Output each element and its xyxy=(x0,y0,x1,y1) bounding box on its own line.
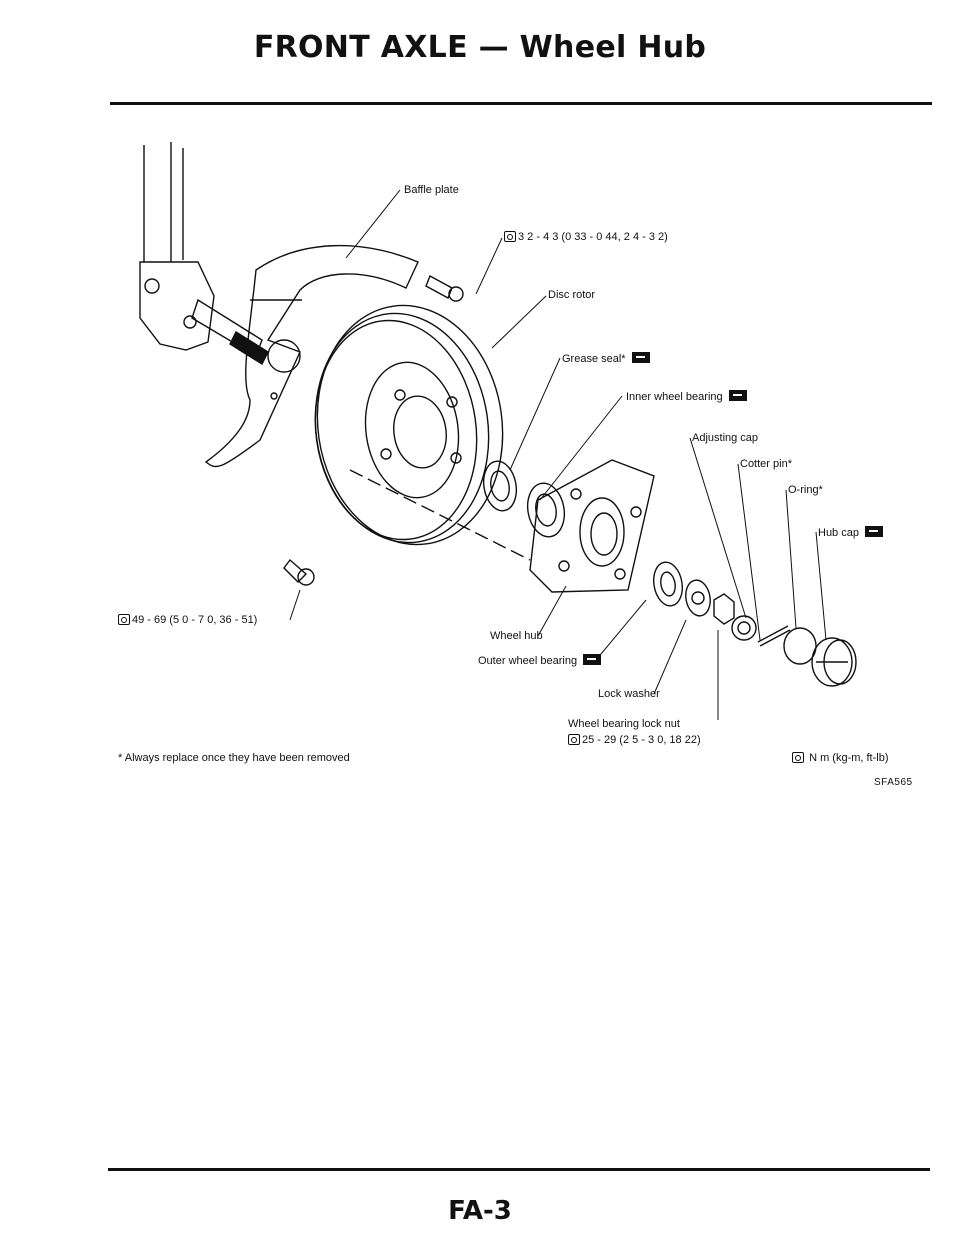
grease-seal-part xyxy=(482,460,518,512)
torque-wrench-icon xyxy=(118,614,130,625)
label-outer-wheel-bearing: Outer wheel bearing xyxy=(478,654,602,668)
assembly-centerline xyxy=(349,469,531,561)
replacement-note: * Always replace once they have been rem… xyxy=(118,752,350,764)
torque-wrench-icon xyxy=(568,734,580,745)
label-inner-wheel-bearing: Inner wheel bearing xyxy=(626,390,747,404)
strut-lines xyxy=(143,142,184,262)
grease-icon xyxy=(583,654,602,665)
footer-rule xyxy=(108,1168,930,1171)
label-o-ring: O-ring* xyxy=(788,484,823,496)
label-bolt-torque-left: 49 - 69 (5 0 - 7 0, 36 - 51) xyxy=(118,614,257,627)
page-number: FA-3 xyxy=(448,1196,512,1226)
label-hub-cap: Hub cap xyxy=(818,526,883,540)
grease-icon xyxy=(728,390,747,401)
label-disc-rotor: Disc rotor xyxy=(548,289,596,301)
baffle-plate xyxy=(204,244,419,468)
caliper-bolt-top xyxy=(425,275,464,302)
header-rule xyxy=(110,102,932,105)
disc-rotor xyxy=(314,304,504,546)
lock-washer-part xyxy=(685,579,711,617)
grease-icon xyxy=(631,352,650,363)
label-cotter-pin: Cotter pin* xyxy=(740,458,792,470)
label-adjusting-cap: Adjusting cap xyxy=(692,432,759,444)
caliper-bolt-left xyxy=(283,558,315,586)
cotter-pin-part xyxy=(757,625,791,647)
label-bolt-torque-top: 3 2 - 4 3 (0 33 - 0 44, 2 4 - 3 2) xyxy=(504,231,668,244)
label-grease-seal: Grease seal* xyxy=(562,352,650,366)
steering-knuckle xyxy=(139,261,269,366)
label-baffle-plate: Baffle plate xyxy=(404,184,459,196)
grease-icon xyxy=(864,526,883,537)
outer-bearing-part xyxy=(652,561,684,607)
label-lock-washer: Lock washer xyxy=(598,688,660,700)
figure-code: SFA565 xyxy=(874,777,913,788)
torque-wrench-icon xyxy=(792,752,804,763)
label-wheel-bearing-lock-nut: Wheel bearing lock nut xyxy=(568,718,680,730)
o-ring-part xyxy=(783,627,817,665)
lock-nut-part xyxy=(713,593,735,625)
wheel-hub-part xyxy=(529,459,655,593)
hub-cap-part xyxy=(811,637,857,687)
torque-wrench-icon xyxy=(504,231,516,242)
torque-legend: N m (kg-m, ft-lb) xyxy=(792,752,889,764)
page-title: FRONT AXLE — Wheel Hub xyxy=(253,30,707,65)
leader-lines xyxy=(289,189,827,720)
adjusting-cap-part xyxy=(731,615,757,641)
label-wheel-hub: Wheel hub xyxy=(490,630,543,642)
label-lock-nut-torque: 25 - 29 (2 5 - 3 0, 18 22) xyxy=(568,734,701,747)
inner-bearing-part xyxy=(526,482,566,538)
